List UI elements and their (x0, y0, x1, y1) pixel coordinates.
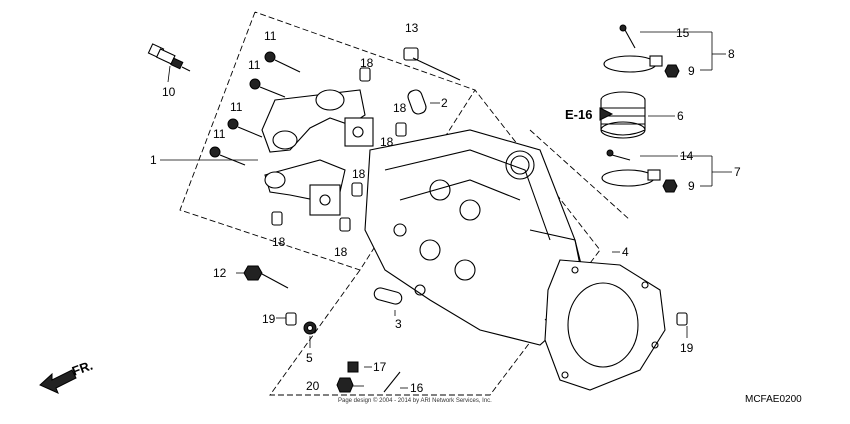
stud-16[interactable] (383, 371, 401, 393)
callout-14: 14 (680, 149, 694, 163)
dowel-pin-18-e[interactable] (271, 211, 283, 226)
dowel-pin-18-d[interactable] (351, 182, 363, 197)
callout-19-a: 19 (262, 312, 276, 326)
bolt-12[interactable] (243, 265, 289, 289)
nut-9-b[interactable] (662, 179, 678, 193)
pipe-3[interactable] (373, 287, 403, 306)
copyright-footer: Page design © 2004 - 2014 by ARI Network… (338, 397, 492, 404)
screw-15[interactable] (619, 24, 636, 49)
callout-6: 6 (677, 109, 684, 123)
callout-19-b: 19 (680, 341, 694, 355)
o-ring-5[interactable] (303, 321, 317, 335)
callout-9-a: 9 (688, 64, 695, 78)
reference-arrow-icon (599, 107, 614, 121)
bolt-11-d[interactable] (209, 146, 246, 166)
bolt-11-c[interactable] (227, 118, 263, 138)
callout-3: 3 (395, 317, 402, 331)
callout-13: 13 (405, 21, 419, 35)
screw-14[interactable] (606, 149, 631, 161)
callout-18-b: 18 (393, 101, 407, 115)
callout-18-d: 18 (352, 167, 366, 181)
callout-17: 17 (373, 360, 387, 374)
bolt-11-b[interactable] (249, 78, 286, 98)
frame-insulator (529, 129, 631, 221)
front-direction-arrow-icon (39, 369, 77, 394)
callout-10: 10 (162, 85, 176, 99)
callout-9-b: 9 (688, 179, 695, 193)
callout-7: 7 (734, 165, 741, 179)
callout-8: 8 (728, 47, 735, 61)
head-gasket[interactable] (544, 259, 666, 391)
callout-5: 5 (306, 351, 313, 365)
callout-18-e: 18 (272, 235, 286, 249)
spark-plug[interactable] (147, 43, 191, 72)
callout-18-a: 18 (360, 56, 374, 70)
direction-label: FR. (70, 358, 95, 379)
callout-12: 12 (213, 266, 227, 280)
nut-9-a[interactable] (664, 64, 680, 78)
callout-16: 16 (410, 381, 424, 395)
callout-11-c: 11 (230, 100, 243, 114)
bolt-11-a[interactable] (264, 51, 301, 73)
band-8[interactable] (603, 55, 663, 73)
dowel-pin-18-a[interactable] (359, 67, 371, 82)
dowel-pin-19-a[interactable] (285, 312, 297, 326)
callout-1: 1 (150, 153, 157, 167)
callout-18-c: 18 (380, 135, 394, 149)
pipe-2[interactable] (406, 88, 427, 115)
dowel-pin-18-b[interactable] (395, 122, 407, 137)
callout-15: 15 (676, 26, 690, 40)
callout-2: 2 (441, 96, 448, 110)
band-7[interactable] (601, 169, 661, 187)
plug-17[interactable] (347, 361, 359, 373)
diagram-code: MCFAE0200 (745, 394, 802, 405)
callout-11-a: 11 (264, 29, 277, 43)
bolt-20[interactable] (336, 377, 354, 393)
camshaft-holder-lower[interactable] (264, 159, 346, 216)
camshaft-holder-upper[interactable] (261, 89, 374, 153)
dowel-pin-18-f[interactable] (339, 217, 351, 232)
callout-18-f: 18 (334, 245, 348, 259)
callout-20: 20 (306, 379, 320, 393)
reference-label[interactable]: E-16 (565, 107, 592, 122)
callout-11-b: 11 (248, 58, 261, 72)
callout-4: 4 (622, 245, 629, 259)
stud-bolt-13[interactable] (403, 47, 461, 81)
dowel-pin-19-b[interactable] (676, 312, 688, 326)
insulator[interactable] (600, 91, 646, 139)
cylinder-head[interactable] (364, 129, 591, 346)
callout-11-d: 11 (213, 127, 226, 141)
